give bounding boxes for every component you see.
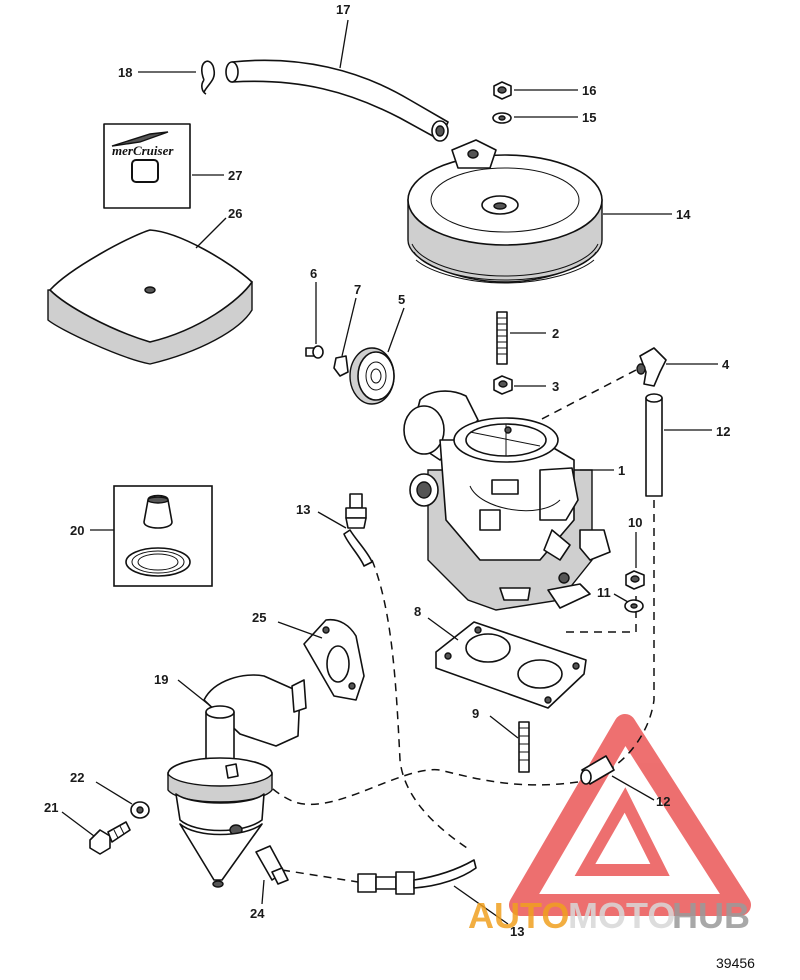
o-ring-clip xyxy=(201,60,216,95)
callout-13b: 13 xyxy=(510,924,524,939)
fuel-inlet-fitting-13 xyxy=(343,493,373,567)
callout-7: 7 xyxy=(354,282,361,297)
watermark-text: AUTO MOTO HUB xyxy=(468,895,750,936)
nut-10 xyxy=(625,570,645,590)
fuel-pump xyxy=(167,674,307,888)
fitting-24 xyxy=(255,845,289,885)
guide-line-fuel-hose xyxy=(371,559,471,851)
callout-4: 4 xyxy=(722,357,730,372)
washer-11 xyxy=(624,599,644,613)
bolt-21 xyxy=(89,821,131,855)
callout-12b: 12 xyxy=(656,794,670,809)
callout-11: 11 xyxy=(597,585,611,600)
elbow-fitting-4 xyxy=(636,347,667,387)
stud-9 xyxy=(518,721,530,773)
guide-line-11 xyxy=(560,596,637,633)
guide-line-4 xyxy=(539,369,637,421)
screw-6 xyxy=(305,345,324,359)
callout-18: 18 xyxy=(118,65,132,80)
callout-25: 25 xyxy=(252,610,266,625)
callout-5: 5 xyxy=(398,292,405,307)
guide-line-fuel-line xyxy=(281,869,359,883)
washer-15 xyxy=(492,112,512,124)
callout-2: 2 xyxy=(552,326,559,341)
nut-3 xyxy=(493,375,513,395)
guide-line-fuel-return xyxy=(261,769,579,806)
clip-7 xyxy=(333,355,349,377)
carburetor-gasket xyxy=(435,621,587,709)
callout-1: 1 xyxy=(618,463,625,478)
callout-20: 20 xyxy=(70,523,84,538)
callout-12a: 12 xyxy=(716,424,730,439)
callout-13a: 13 xyxy=(296,502,310,517)
hose-segment-12 xyxy=(580,755,615,785)
nut-16 xyxy=(493,81,512,100)
decal-text: merCruiser xyxy=(112,143,174,158)
callout-19: 19 xyxy=(154,672,168,687)
callout-16: 16 xyxy=(582,83,596,98)
watermark-logo xyxy=(509,714,751,916)
callout-10: 10 xyxy=(628,515,642,530)
callout-26: 26 xyxy=(228,206,242,221)
callout-9: 9 xyxy=(472,706,479,721)
watermark-auto: AUTO xyxy=(468,895,569,936)
callout-21: 21 xyxy=(44,800,58,815)
callout-15: 15 xyxy=(582,110,596,125)
stud-2 xyxy=(496,311,508,365)
carburetor xyxy=(403,390,611,611)
vent-tube-12 xyxy=(645,393,663,497)
arrestor-cover xyxy=(47,229,253,365)
flame-arrestor xyxy=(407,139,603,284)
callout-22: 22 xyxy=(70,770,84,785)
cap-5 xyxy=(349,347,395,405)
callout-8: 8 xyxy=(414,604,421,619)
callout-3: 3 xyxy=(552,379,559,394)
fuel-line-13 xyxy=(357,859,477,895)
watermark-hub: HUB xyxy=(672,895,750,936)
vent-hose xyxy=(225,59,449,142)
mercruiser-decal: merCruiser xyxy=(103,123,191,209)
callout-14: 14 xyxy=(676,207,691,222)
watermark-moto: MOTO xyxy=(568,895,675,936)
washer-22 xyxy=(130,801,150,819)
callout-24: 24 xyxy=(250,906,265,921)
callout-6: 6 xyxy=(310,266,317,281)
seal-kit-20 xyxy=(113,485,213,587)
figure-number: 39456 xyxy=(716,955,755,971)
callout-17: 17 xyxy=(336,2,350,17)
fuel-pump-gasket-25 xyxy=(303,618,365,701)
callout-27: 27 xyxy=(228,168,242,183)
